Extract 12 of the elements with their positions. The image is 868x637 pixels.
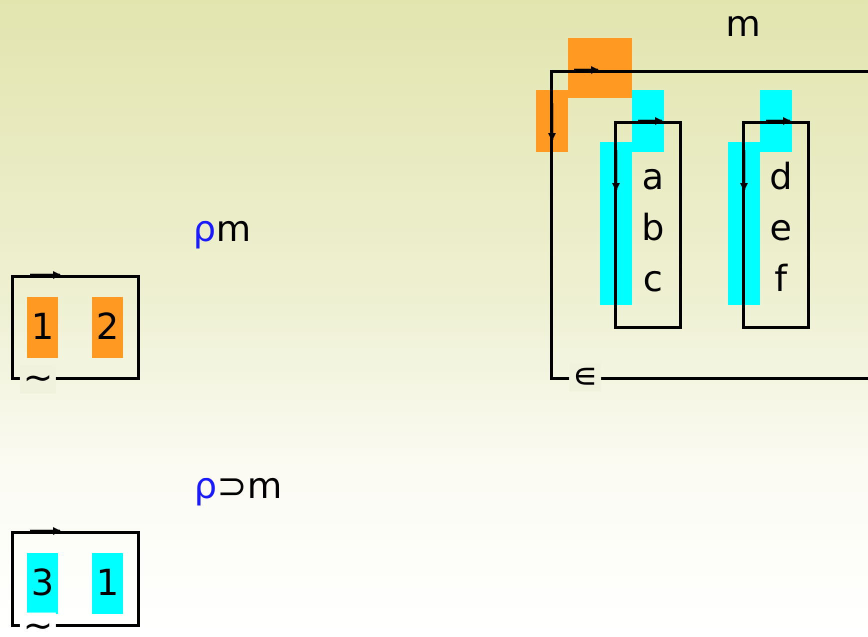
inner-frame [742,121,810,329]
highlighted-number: 3 [27,553,58,614]
inner-frame [614,121,682,329]
letter-column: d e f [767,152,794,305]
array-frame [11,275,140,380]
variable-label: m [725,7,761,43]
expression-label: ρm [193,212,251,248]
expression-label: ρ⊃m [194,469,282,505]
letter-column: a b c [639,152,666,305]
highlighted-number: 1 [27,297,58,358]
highlighted-number: 1 [92,553,123,614]
highlighted-number: 2 [92,297,123,358]
